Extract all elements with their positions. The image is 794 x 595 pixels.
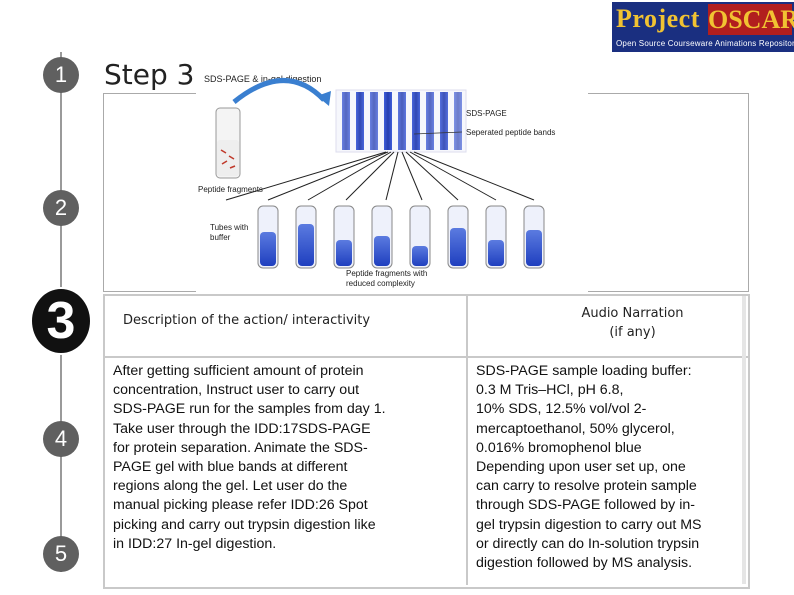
header-audio-narration: Audio Narration (if any) — [580, 304, 685, 342]
narration-line: 10% SDS, 12.5% vol/vol 2- — [476, 401, 647, 418]
tubes-label-line1: Tubes with — [210, 223, 248, 232]
description-line: picking and carry out trypsin digestion … — [113, 516, 376, 533]
step-3-button-active[interactable]: 3 — [30, 287, 92, 355]
narration-line: 0.016% bromophenol blue — [476, 439, 642, 456]
step-5-button[interactable]: 5 — [43, 536, 79, 572]
step-4-button[interactable]: 4 — [43, 421, 79, 457]
narration-line: gel trypsin digestion to carry out MS — [476, 516, 702, 533]
description-line: for protein separation. Animate the SDS- — [113, 439, 368, 456]
arrowhead-icon — [317, 91, 331, 106]
narration-line: SDS-PAGE sample loading buffer: — [476, 363, 692, 379]
description-line: manual picking please refer IDD:26 Spot — [113, 497, 368, 514]
narration-line: 0.3 M Tris–HCl, pH 6.8, — [476, 382, 624, 399]
buffer-tubes — [257, 205, 545, 269]
figure-title: SDS-PAGE & in-gel digestion — [204, 74, 321, 84]
gel-lanes — [342, 92, 462, 150]
header-audio-line2: (if any) — [609, 325, 656, 340]
step-1-button[interactable]: 1 — [43, 57, 79, 93]
distribution-arrows — [225, 151, 535, 201]
step-heading: Step 3 — [104, 58, 195, 91]
description-line: SDS-PAGE run for the samples from day 1. — [113, 401, 386, 418]
logo-word-oscar: OSCAR — [708, 4, 794, 35]
narration-line: or directly can do In-solution trypsin — [476, 535, 700, 552]
description-line: concentration, Instruct user to carry ou… — [113, 382, 360, 399]
logo-word-project: Project — [616, 4, 700, 33]
narration-line: Depending upon user set up, one — [476, 459, 686, 476]
curved-arrow-icon — [232, 78, 326, 104]
header-audio-line1: Audio Narration — [581, 306, 684, 321]
narration-line: through SDS-PAGE followed by in- — [476, 497, 695, 514]
table-column-divider — [466, 294, 468, 585]
reduced-label-line1: Peptide fragments with — [346, 269, 427, 278]
step-2-button[interactable]: 2 — [43, 190, 79, 226]
sds-page-figure: SDS-PAGE & in-gel digestion Peptide frag… — [196, 60, 588, 292]
table-header-divider — [103, 356, 748, 358]
description-line: in IDD:27 In-gel digestion. — [113, 535, 277, 552]
reduced-label-line2: reduced complexity — [346, 279, 415, 288]
narration-line: can carry to resolve protein sample — [476, 478, 697, 495]
table-scrollbar[interactable] — [742, 296, 746, 584]
audio-narration-text: SDS-PAGE sample loading buffer: 0.3 M Tr… — [476, 362, 746, 573]
description-text: After getting sufficient amount of prote… — [113, 362, 433, 554]
gel-label: SDS-PAGE — [466, 109, 507, 118]
narration-line: digestion followed by MS analysis. — [476, 555, 693, 572]
fragments-label: Peptide fragments — [198, 185, 263, 194]
narration-line: mercaptoethanol, 50% glycerol, — [476, 420, 675, 437]
header-description: Description of the action/ interactivity — [123, 313, 371, 328]
project-oscar-logo: Project OSCAR Open Source Courseware Ani… — [612, 2, 794, 52]
description-line: Take user through the IDD:17SDS-PAGE — [113, 420, 371, 437]
storyboard-table — [103, 294, 750, 589]
description-line: regions along the gel. Let user do the — [113, 478, 348, 495]
logo-tagline: Open Source Courseware Animations Reposi… — [616, 39, 794, 48]
bands-label: Seperated peptide bands — [466, 128, 555, 137]
tubes-label-line2: buffer — [210, 233, 231, 242]
description-line: After getting sufficient amount of prote… — [113, 363, 364, 379]
description-line: PAGE gel with blue bands at different — [113, 459, 348, 476]
